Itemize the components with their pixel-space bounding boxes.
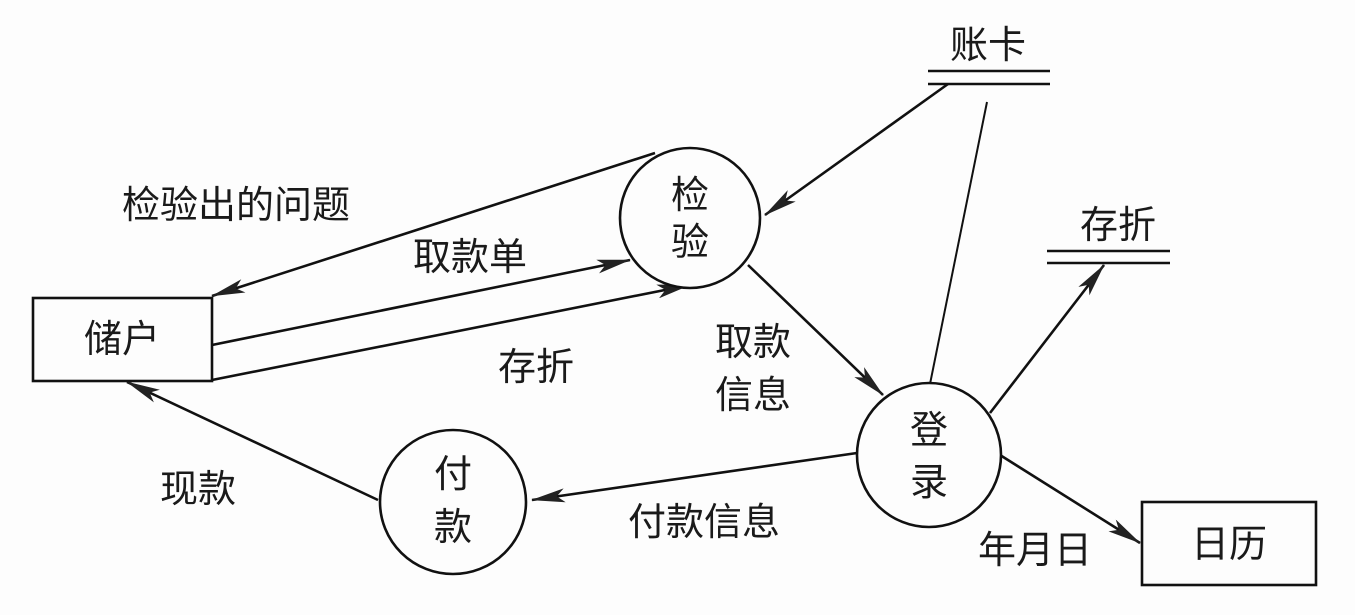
process-payment[interactable] xyxy=(378,428,528,576)
flow-register-to-calendar xyxy=(999,453,1141,545)
process-register[interactable] xyxy=(855,381,1003,529)
flow-label-withdrawal-slip: 取款单 xyxy=(413,235,527,279)
process-payment-label-1: 付 xyxy=(434,452,472,496)
flow-label-payment-info: 付款信息 xyxy=(628,500,780,544)
flow-check-to-register xyxy=(747,264,884,396)
process-register-label-2: 录 xyxy=(910,460,948,504)
store-account-card-label: 账卡 xyxy=(950,23,1026,67)
flow-label-cash: 现款 xyxy=(160,467,236,511)
flow-label-problems: 检验出的问题 xyxy=(122,183,350,227)
store-passbook-label: 存折 xyxy=(1080,203,1156,247)
flow-accountcard-to-register xyxy=(929,101,988,385)
entity-calendar[interactable] xyxy=(1140,500,1318,587)
flow-register-to-payment xyxy=(531,451,858,503)
entity-depositor[interactable] xyxy=(31,296,214,383)
flow-label-withdrawal-info-2: 信息 xyxy=(715,373,791,417)
flow-depositor-to-check-passbook xyxy=(211,283,691,382)
flow-label-withdrawal-info-1: 取款 xyxy=(715,320,791,364)
flow-payment-to-depositor xyxy=(126,380,379,502)
process-check[interactable] xyxy=(618,146,762,290)
flow-label-passbook: 存折 xyxy=(498,345,574,389)
process-check-label-2: 验 xyxy=(671,220,709,264)
flow-label-date: 年月日 xyxy=(978,528,1092,572)
flow-register-to-passbook xyxy=(988,264,1106,414)
flow-accountcard-to-check xyxy=(764,82,949,217)
process-payment-label-2: 款 xyxy=(434,505,472,549)
store-passbook[interactable]: 存折 xyxy=(1047,203,1170,265)
process-register-label-1: 登 xyxy=(910,408,948,452)
flow-depositor-to-check-withdrawal-slip xyxy=(211,258,631,347)
flow-check-to-depositor xyxy=(211,151,656,298)
process-check-label-1: 检 xyxy=(671,173,709,217)
entity-calendar-label: 日历 xyxy=(1191,522,1267,566)
entity-depositor-label: 储户 xyxy=(84,317,160,361)
store-account-card[interactable]: 账卡 xyxy=(928,23,1050,86)
